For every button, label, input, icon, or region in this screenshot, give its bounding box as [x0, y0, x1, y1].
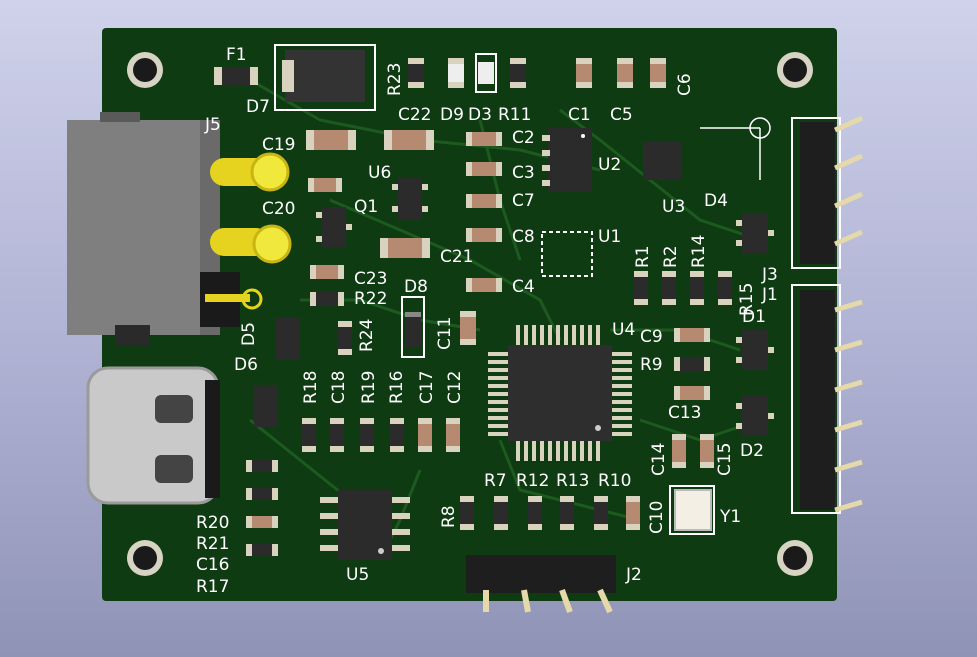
label-R11: R11: [498, 105, 531, 125]
label-C5: C5: [610, 105, 633, 125]
label-D3: D3: [468, 105, 492, 125]
caps-c14-c15: [672, 434, 714, 468]
label-R12: R12: [516, 471, 549, 491]
label-C1: C1: [568, 105, 591, 125]
label-D6: D6: [234, 355, 258, 375]
silkscreen-labels: F1 D7 R23 C22 D9 D3 R11 C1 C5 C6 J5 C19 …: [196, 45, 778, 597]
label-J5: J5: [204, 115, 221, 135]
label-C6: C6: [675, 73, 695, 96]
connector-j5: [67, 112, 240, 345]
label-C22: C22: [398, 105, 432, 125]
label-R23: R23: [385, 63, 405, 96]
smd-caps-center: [466, 132, 502, 292]
label-R8: R8: [439, 505, 459, 528]
resistors-r1-r15: [634, 271, 732, 305]
label-U3: U3: [662, 197, 685, 217]
label-R17: R17: [196, 577, 229, 597]
label-R10: R10: [598, 471, 631, 491]
label-U2: U2: [598, 155, 621, 175]
resistor-r24: [338, 321, 352, 355]
label-C11: C11: [435, 316, 455, 350]
smd-caps-left: [306, 130, 434, 306]
label-U5: U5: [346, 565, 369, 585]
header-j2: [466, 555, 616, 614]
header-j1: [791, 284, 863, 514]
ic-u6: [392, 178, 428, 220]
label-F1: F1: [226, 45, 247, 65]
label-J2: J2: [625, 565, 642, 585]
label-Q1: Q1: [354, 197, 378, 217]
label-R14: R14: [689, 235, 709, 268]
origin-marker: [700, 117, 771, 180]
ic-u2: [542, 128, 592, 192]
label-C10: C10: [647, 500, 667, 534]
label-R9: R9: [640, 355, 663, 375]
label-R19: R19: [359, 371, 379, 404]
resistors-bottom-row: [302, 418, 640, 530]
diodes-left: [254, 318, 300, 427]
diodes-right: [736, 213, 774, 436]
label-U6: U6: [368, 163, 391, 183]
label-R21: R21: [196, 534, 229, 554]
label-R7: R7: [484, 471, 507, 491]
smd-left-bottom: [246, 460, 278, 556]
label-C20: C20: [262, 199, 296, 219]
label-D2: D2: [740, 441, 764, 461]
label-C21: C21: [440, 247, 474, 267]
label-D4: D4: [704, 191, 728, 211]
label-C4: C4: [512, 277, 535, 297]
cap-c11: [460, 311, 476, 345]
crystal-y1: [669, 485, 715, 535]
label-C7: C7: [512, 191, 535, 211]
ic-u3: [643, 142, 681, 180]
label-R16: R16: [387, 371, 407, 404]
transistor-q1: [316, 207, 352, 247]
label-C23: C23: [354, 269, 388, 289]
smd-right-mcu: [674, 328, 710, 400]
ic-u1: [541, 231, 593, 277]
label-D1: D1: [742, 307, 766, 327]
label-R18: R18: [301, 371, 321, 404]
label-R20: R20: [196, 513, 229, 533]
label-C13: C13: [668, 403, 702, 423]
fuse-f1: [214, 67, 258, 85]
label-C9: C9: [640, 327, 663, 347]
label-R13: R13: [556, 471, 589, 491]
label-C14: C14: [649, 442, 669, 476]
usb-c-connector: [86, 366, 220, 505]
label-J1: J1: [761, 285, 778, 305]
diode-d7: [274, 44, 376, 111]
label-J3: J3: [761, 265, 778, 285]
diode-d8: [401, 296, 425, 358]
label-R2: R2: [661, 245, 681, 268]
label-R15: R15: [737, 283, 757, 316]
label-D7: D7: [246, 97, 270, 117]
ic-u5: [320, 490, 410, 560]
label-R24: R24: [357, 319, 377, 352]
label-C2: C2: [512, 128, 535, 148]
label-C12: C12: [445, 370, 465, 404]
label-C16: C16: [196, 555, 230, 575]
label-R1: R1: [633, 245, 653, 268]
mcu-u4: [488, 325, 632, 461]
label-U4: U4: [612, 320, 635, 340]
label-C17: C17: [417, 370, 437, 404]
smd-top-row: [408, 53, 666, 93]
j5-pins: [205, 152, 292, 310]
mounting-holes: [127, 52, 813, 576]
label-D9: D9: [440, 105, 464, 125]
label-D5: D5: [239, 322, 259, 346]
label-D8: D8: [404, 277, 428, 297]
label-C19: C19: [262, 135, 296, 155]
label-C15: C15: [715, 442, 735, 476]
label-Y1: Y1: [719, 507, 741, 527]
label-C8: C8: [512, 227, 535, 247]
label-R22: R22: [354, 289, 387, 309]
label-C3: C3: [512, 163, 535, 183]
label-C18: C18: [329, 370, 349, 404]
label-U1: U1: [598, 227, 621, 247]
header-j3: [791, 115, 864, 269]
